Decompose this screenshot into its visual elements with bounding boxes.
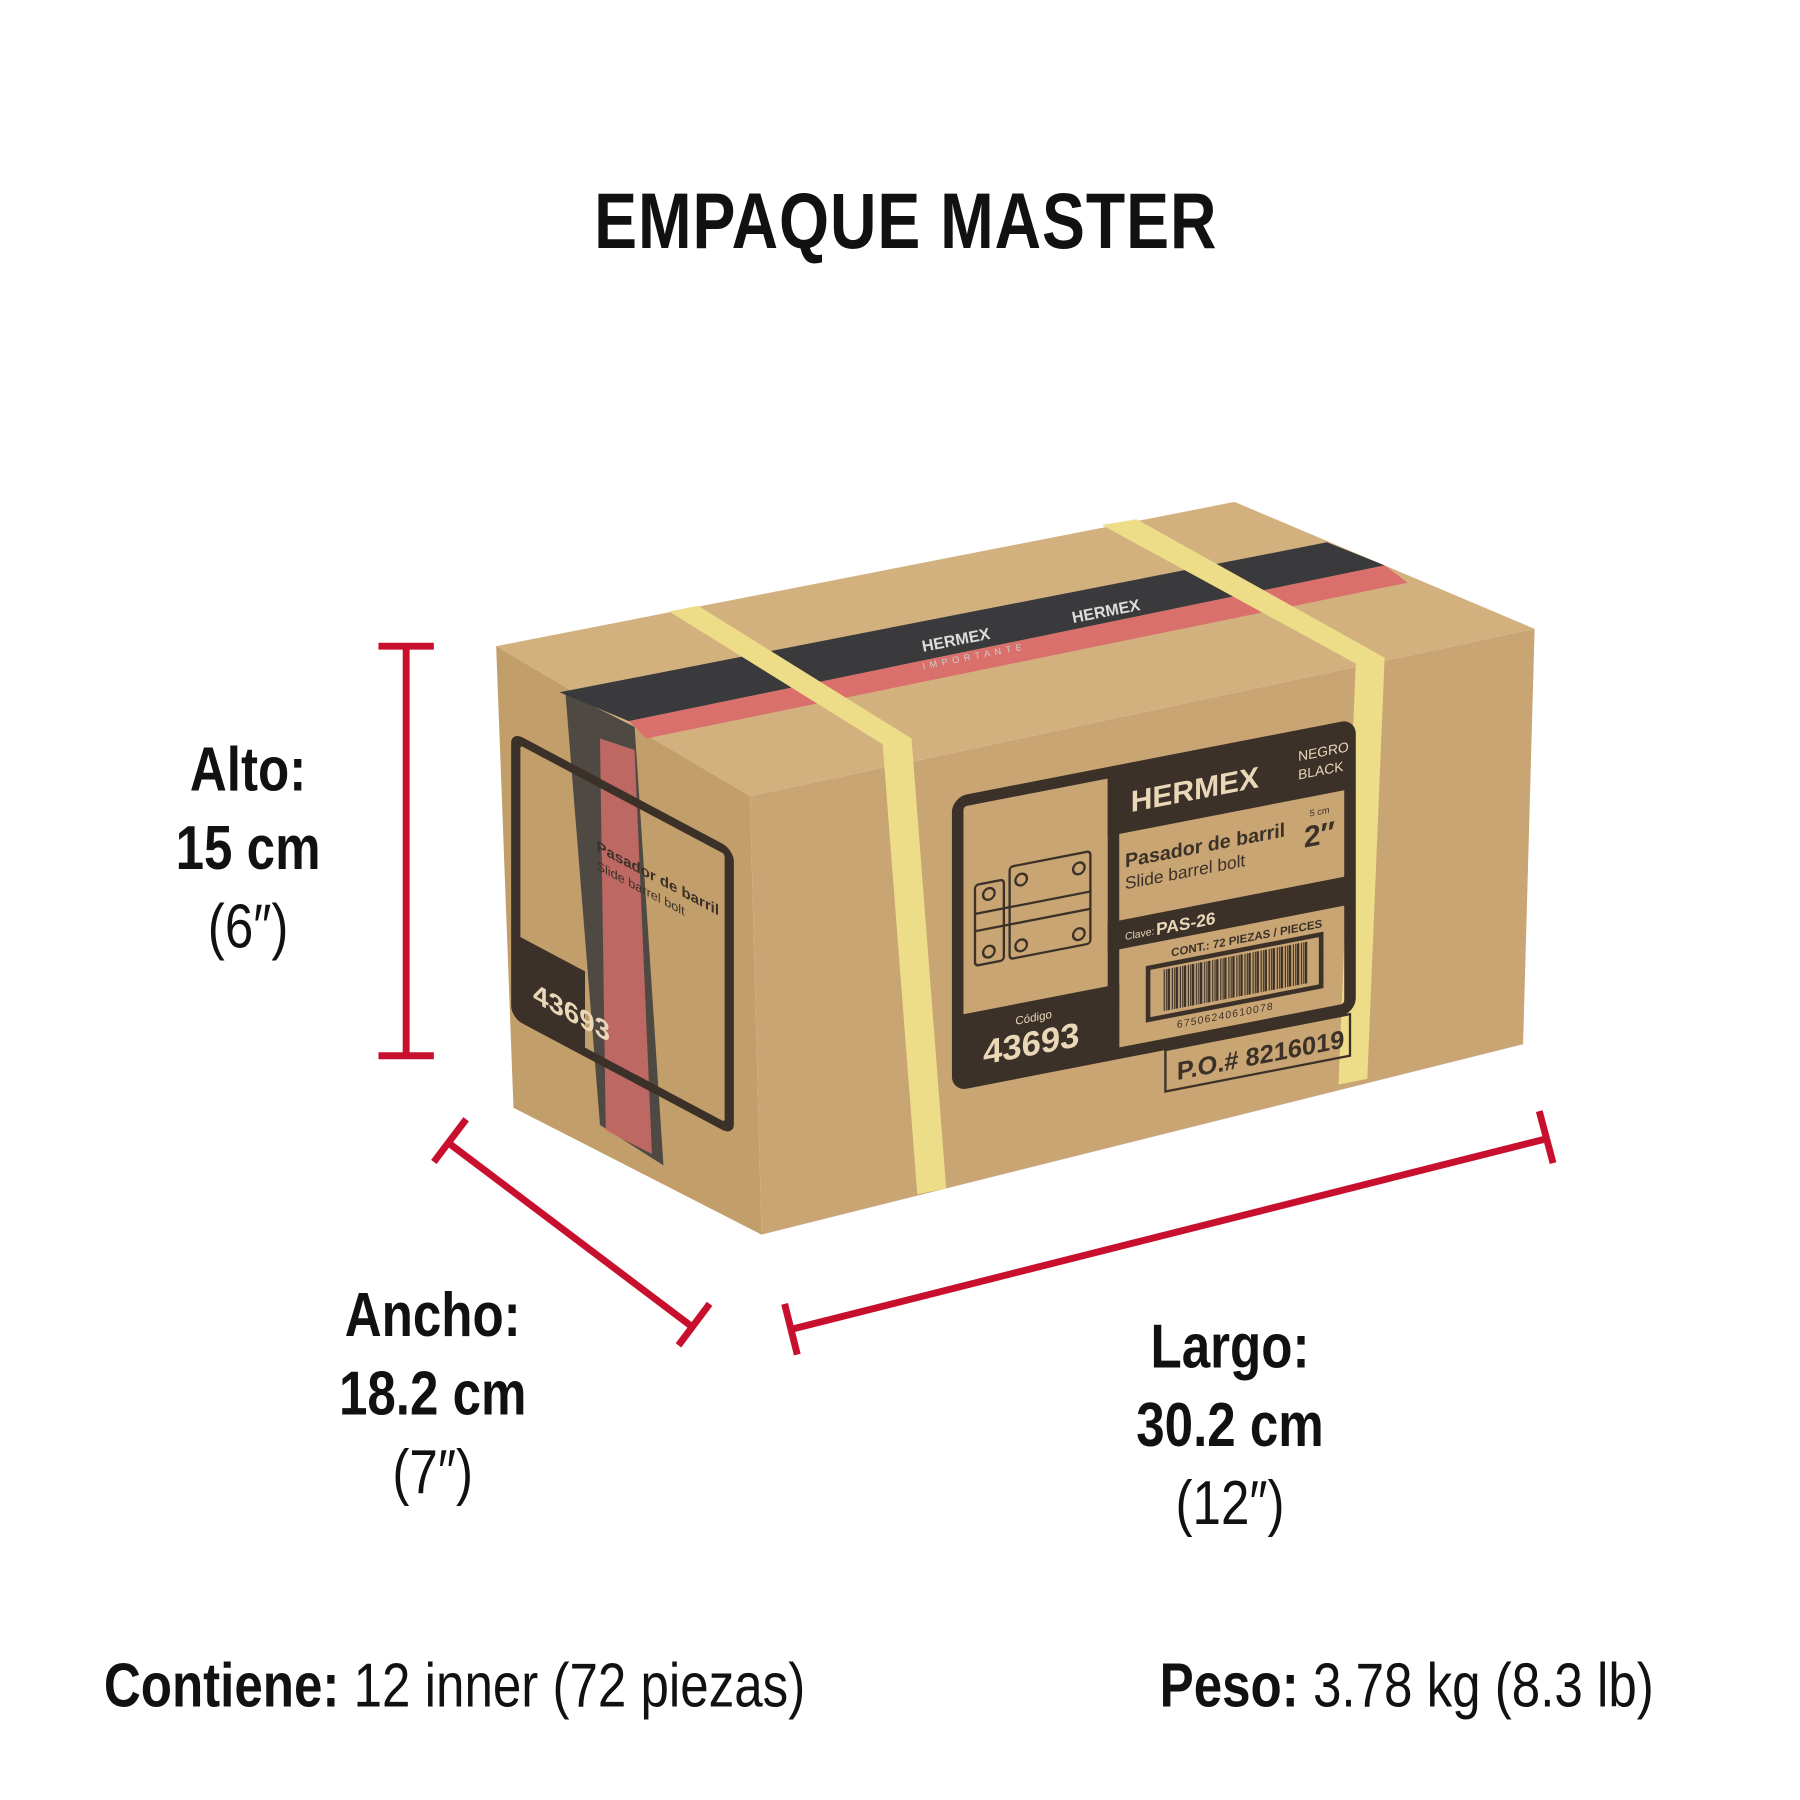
strap-right xyxy=(1101,519,1385,1085)
height-label: Alto: 15 cm (6″) xyxy=(176,738,321,973)
height-metric: 15 cm xyxy=(175,813,321,883)
packing-tape xyxy=(559,542,1385,722)
page-title: EMPAQUE MASTER xyxy=(594,177,1218,266)
height-dimension-line xyxy=(378,642,434,1060)
barcode xyxy=(1163,941,1308,1012)
width-imperial: (7″) xyxy=(392,1437,473,1507)
front-label: HERMEX NEGRO BLACK Pasador de barril Sli… xyxy=(951,721,1356,1093)
weight-value: 3.78 kg (8.3 lb) xyxy=(1312,1651,1654,1721)
label-size-metric: 5 cm xyxy=(1310,805,1330,819)
contents-value: 12 inner (72 piezas) xyxy=(353,1651,806,1721)
tape-side-red xyxy=(600,738,652,1154)
contents-info: Contiene: 12 inner (72 piezas) xyxy=(104,1650,805,1722)
height-imperial: (6″) xyxy=(207,891,289,962)
width-dimension-line xyxy=(431,1117,713,1348)
label-size: 2″ xyxy=(1304,816,1335,855)
width-metric: 18.2 cm xyxy=(338,1359,527,1429)
height-label-title: Alto: xyxy=(189,735,307,805)
barrel-bolt-drawing xyxy=(973,850,1092,967)
weight-label: Peso: xyxy=(1159,1651,1299,1721)
length-label-title: Largo: xyxy=(1150,1311,1310,1382)
width-label: Ancho: 18.2 cm (7″) xyxy=(339,1284,526,1519)
length-dimension-line xyxy=(781,1110,1557,1356)
weight-info: Peso: 3.78 kg (8.3 lb) xyxy=(1160,1650,1654,1722)
strap-left xyxy=(669,605,947,1195)
contents-label: Contiene: xyxy=(103,1651,340,1721)
length-label: Largo: 30.2 cm (12″) xyxy=(1136,1315,1323,1550)
length-imperial: (12″) xyxy=(1175,1468,1285,1539)
width-label-title: Ancho: xyxy=(344,1280,521,1351)
length-metric: 30.2 cm xyxy=(1136,1390,1324,1460)
